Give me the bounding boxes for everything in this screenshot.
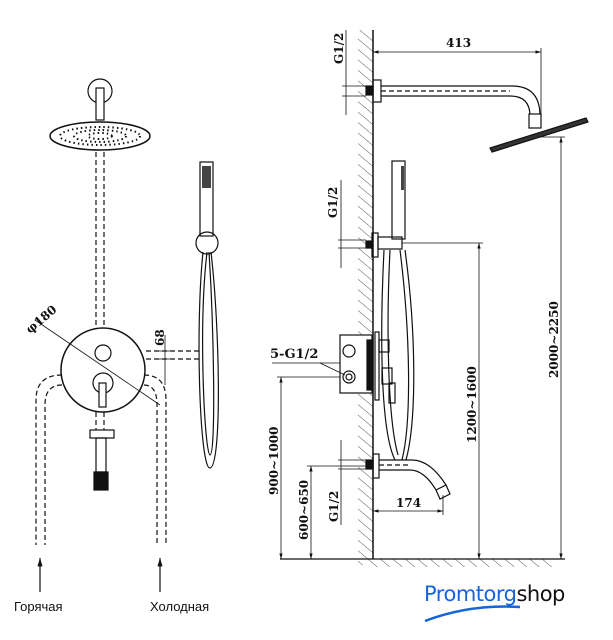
mixer-front — [34, 319, 161, 413]
concealed-pipes — [35, 152, 200, 545]
logo-part-blue: Promtorg — [424, 582, 517, 606]
dim-68 — [155, 335, 175, 385]
spout-height-label: 600~650 — [297, 480, 311, 540]
spout-side — [365, 453, 451, 500]
supply-arrows — [37, 558, 163, 592]
spout-length-label: 174 — [396, 496, 421, 510]
arm-length-label: 413 — [446, 36, 471, 50]
dimension-lines — [272, 30, 565, 559]
side-view — [272, 30, 589, 567]
mixer-height-label: 900~1000 — [267, 426, 281, 495]
holder-thread-label: G1/2 — [326, 187, 340, 218]
diameter-label: φ180 — [23, 302, 60, 336]
logo-part-black: shop — [516, 582, 565, 606]
spout-thread-label: G1/2 — [327, 491, 341, 522]
hot-water-label: Горячая — [14, 599, 63, 614]
shower-arm — [365, 79, 589, 153]
hand-shower-front — [195, 161, 219, 469]
wall-hatch — [358, 30, 373, 565]
promtorgshop-logo: Promtorgshop — [424, 582, 565, 606]
floor-hatch — [373, 559, 553, 567]
spout-front — [89, 429, 115, 491]
mixer-thread-label: 5-G1/2 — [270, 347, 318, 362]
holder-height-label: 1200~1600 — [465, 366, 479, 443]
logo-swoosh — [424, 605, 521, 623]
offset-label: 68 — [153, 329, 167, 346]
front-view — [34, 78, 219, 592]
cold-water-label: Холодная — [150, 599, 209, 614]
rain-shower-head-front — [49, 78, 151, 151]
top-thread-label: G1/2 — [332, 33, 346, 64]
mixer-side — [339, 331, 396, 404]
head-height-label: 2000~2250 — [547, 301, 561, 378]
